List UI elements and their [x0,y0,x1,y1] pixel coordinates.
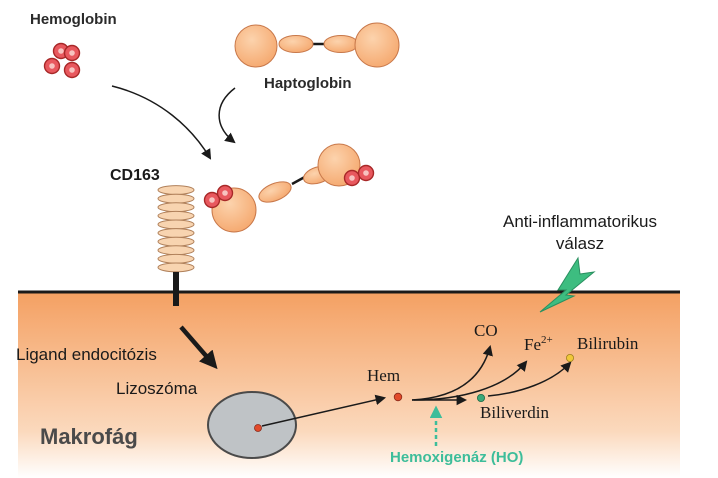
receptor-segment [157,202,195,213]
macrophage-cell-body [18,292,680,478]
heme-oxygenase-label: Hemoxigenáz (HO) [390,449,523,466]
fe-label: Fe2+ [524,334,553,354]
lysosome [207,391,297,459]
co-arrow [411,344,493,401]
lysosome-heme-dot [254,424,262,432]
bilirubin-label: Bilirubin [577,334,639,353]
hb-hp-complex [203,143,375,233]
receptor-segment [157,185,195,195]
receptor-segment [157,193,195,204]
heme-release-arrow [261,394,387,427]
heme-dot [393,392,403,402]
hemoglobin-cluster [43,42,81,79]
receptor-segment [157,236,195,247]
haptoglobin-molecule [234,22,400,68]
macrophage-label: Makrofág [40,424,138,449]
cd163-receptor [157,185,195,273]
red-blood-cell [43,57,61,75]
ligand-endocytosis-label: Ligand endocitózis [16,345,157,364]
hemoglobin-binding-arrow [111,85,212,160]
receptor-segment [157,219,195,230]
anti-inflammatory-label-line2: válasz [556,234,604,253]
cd163-label: CD163 [110,167,160,184]
receptor-segment [157,262,195,273]
anti-inflammatory-label-line1: Anti-inflammatorikus [503,212,657,231]
haptoglobin-binding-arrow [218,87,236,144]
receptor-segment [157,253,195,264]
bilirubin-dot [566,353,575,362]
receptor-segment [157,228,195,238]
haptoglobin-label: Haptoglobin [264,75,351,92]
signal-bolt-icon [539,256,596,313]
biliverdin-label: Biliverdin [480,403,549,422]
receptor-segment [157,245,195,256]
biliverdin-dot [476,393,485,402]
bilirubin-arrow [487,361,572,397]
endocytosis-arrow [179,325,218,370]
lysosome-label: Lizoszóma [116,379,198,398]
heme-label: Hem [367,366,400,385]
red-blood-cell [63,44,81,62]
co-label: CO [474,321,498,340]
receptor-segment [157,210,195,221]
red-blood-cell [63,61,81,79]
hemoglobin-label: Hemoglobin [30,11,117,28]
